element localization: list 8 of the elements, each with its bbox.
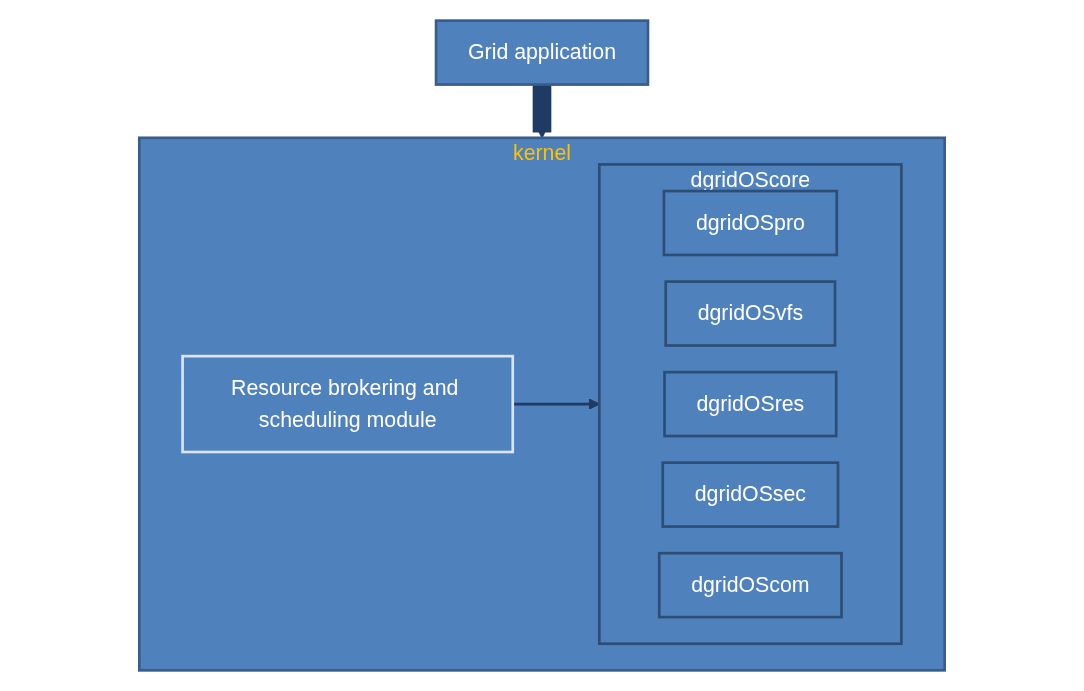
node-box: dgridOSpro xyxy=(662,189,839,257)
node-box: Resource brokering and scheduling module xyxy=(181,354,515,454)
node-box: Grid application xyxy=(434,19,650,86)
node-box: dgridOSsec xyxy=(661,461,840,528)
node-box: dgridOScom xyxy=(657,551,843,619)
arrow xyxy=(512,398,600,410)
node-box: dgridOSvfs xyxy=(664,280,837,347)
node-box: dgridOSres xyxy=(663,370,838,438)
